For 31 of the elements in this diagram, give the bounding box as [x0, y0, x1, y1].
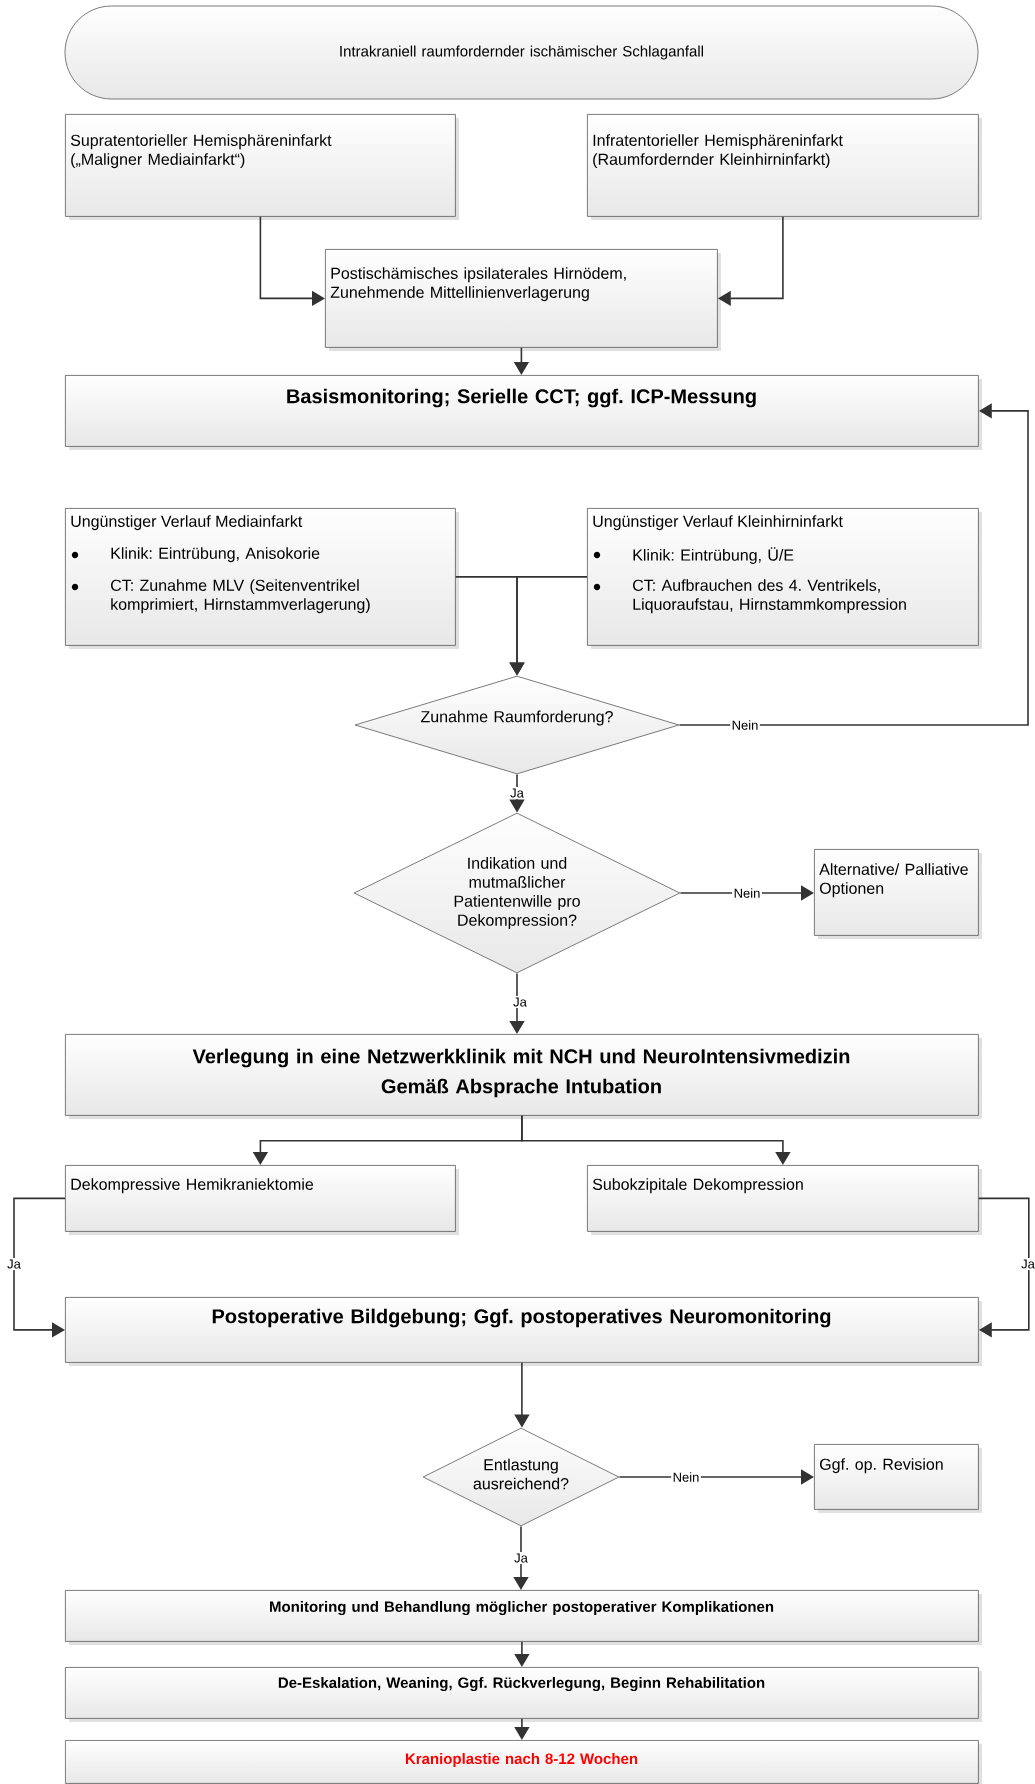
process-box: Postoperative Bildgebung; Ggf. postoperatives Neuromonitoring [65, 1297, 982, 1366]
arrow [513, 1525, 529, 1590]
edge-label: Ja [5, 1258, 23, 1271]
process-box: Kranioplastie nach 8-12 Wochen [65, 1740, 982, 1784]
process-box: Basismonitoring; Serielle CCT; ggf. ICP-Messung [65, 375, 982, 450]
edge-label: Ja [512, 1551, 530, 1565]
process-box: Subokzipitale Dekompression [587, 1165, 982, 1235]
arrow [978, 1197, 1030, 1338]
edge-label: Nein [671, 1470, 701, 1484]
arrow [514, 1718, 530, 1740]
process-box: Alternative/ Palliative Optionen [814, 849, 982, 939]
process-box: Infratentorieller Hemisphäreninfarkt (Raumfordernder Kleinhirninfarkt) [587, 114, 982, 220]
edge-label: Nein [730, 718, 760, 732]
bullet-list-box: Ungünstiger Verlauf Mediainfarkt Klinik: Eintrübung, Anisokorie CT: Zunahme MLV (Seitenventrikel komprimiert, Hirnstammverlagerung) [65, 508, 459, 649]
arrow [509, 972, 525, 1034]
process-box: Monitoring und Behandlung möglicher postoperativer Komplikationen [65, 1590, 982, 1645]
edge-label: Ja [508, 787, 526, 800]
arrow [678, 403, 1029, 726]
arrow [514, 1641, 530, 1667]
edge-label: Nein [732, 886, 762, 900]
bullet-list-box: Ungünstiger Verlauf Kleinhirninfarkt Klinik: Eintrübung, Ü/E CT: Aufbrauchen des 4. Ventrikels, Liquoraufstau, Hirnstammkompression [587, 508, 982, 649]
process-box: Ggf. op. Revision [814, 1444, 982, 1513]
process-box: Supratentorieller Hemisphäreninfarkt („Maligner Mediainfarkt“) [65, 114, 459, 220]
edge-label: Ja [511, 995, 529, 1009]
process-box: Postischämisches ipsilaterales Hirnödem, Zunehmende Mittellinienverlagerung [325, 249, 721, 351]
terminal-box: Intrakraniell raumfordernder ischämischer Schlaganfall [64, 5, 979, 100]
process-box: Verlegung in eine Netzwerkklinik mit NCH und NeuroIntensivmedizin Gemäß Absprache Intubation [65, 1034, 982, 1119]
process-box: De-Eskalation, Weaning, Ggf. Rückverlegung, Beginn Rehabilitation [65, 1667, 982, 1722]
arrow [521, 1115, 791, 1165]
process-box: Dekompressive Hemikraniektomie [65, 1165, 459, 1235]
edge-label: Ja [1019, 1258, 1035, 1271]
